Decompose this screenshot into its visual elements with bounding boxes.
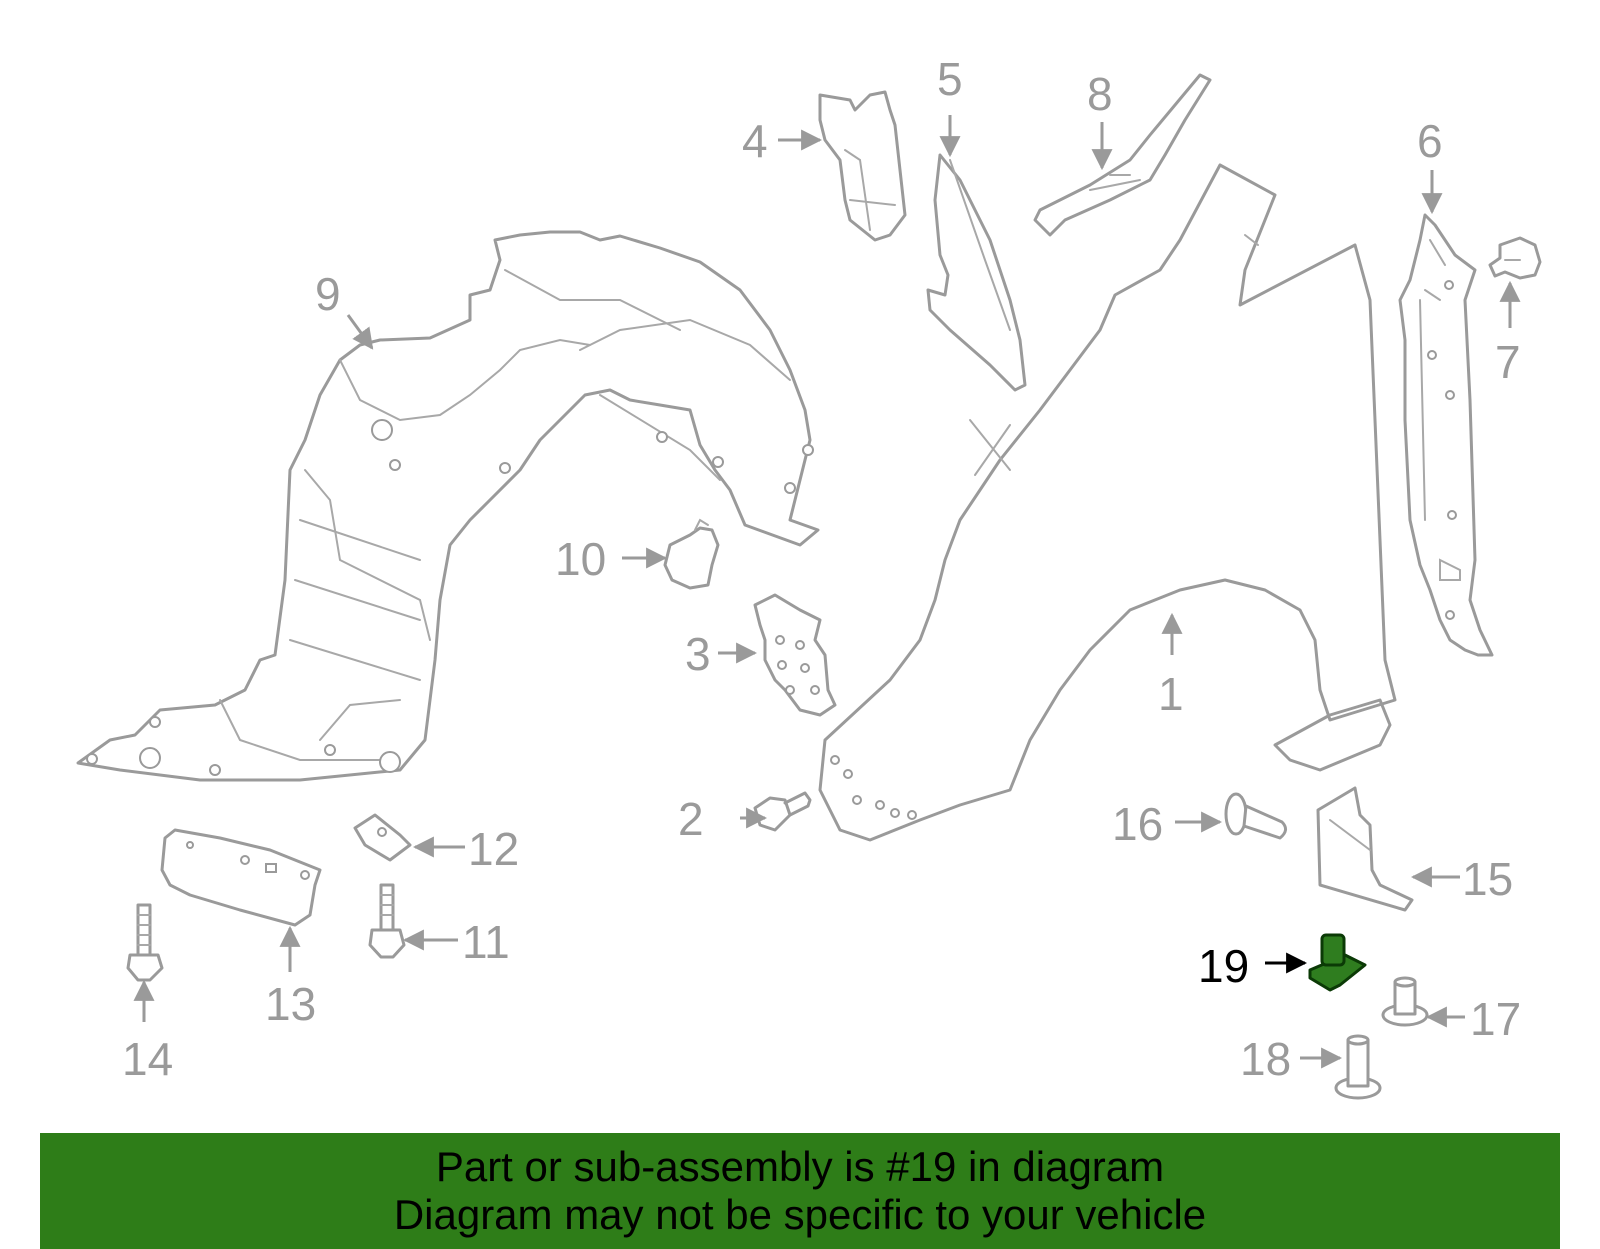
callout-8: 8 [1087, 68, 1113, 120]
stud-part-17 [1381, 976, 1429, 1027]
bracket-plate-part-3 [753, 593, 837, 717]
callout-2: 2 [678, 793, 704, 845]
fender-liner-part-9 [76, 230, 820, 782]
clip-part-7 [1488, 236, 1542, 280]
callout-14: 14 [122, 1033, 173, 1085]
callout-6: 6 [1417, 115, 1443, 167]
callout-13: 13 [265, 978, 316, 1030]
stud-part-18 [1334, 1034, 1382, 1100]
callout-10: 10 [555, 533, 606, 585]
banner-line-1: Part or sub-assembly is #19 in diagram [435, 1143, 1165, 1190]
reinforcement-part-8 [1033, 73, 1212, 237]
callout-12: 12 [468, 823, 519, 875]
callout-labels: 1 2 3 4 5 6 7 8 9 10 11 12 13 14 15 16 1… [122, 53, 1521, 1085]
parts-diagram: 1 2 3 4 5 6 7 8 9 10 11 12 13 14 15 16 1… [76, 53, 1542, 1100]
callout-15: 15 [1462, 853, 1513, 905]
callout-arrows [133, 115, 1521, 1069]
info-banner: Part or sub-assembly is #19 in diagram D… [40, 1133, 1560, 1249]
callout-18: 18 [1240, 1033, 1291, 1085]
banner-line-2: Diagram may not be specific to your vehi… [393, 1191, 1207, 1238]
callout-11: 11 [462, 916, 510, 968]
push-clip-part-10 [663, 518, 720, 590]
callout-7: 7 [1495, 336, 1521, 388]
bracket-part-15 [1316, 786, 1414, 912]
seal-part-5 [926, 153, 1027, 392]
clip-nut-part-19-highlighted [1308, 933, 1367, 992]
bracket-part-4 [818, 90, 907, 242]
callout-1: 1 [1158, 668, 1184, 720]
callout-9: 9 [315, 268, 341, 320]
callout-3: 3 [685, 628, 711, 680]
side-bracket-part-6 [1398, 213, 1494, 657]
callout-4: 4 [742, 115, 768, 167]
bolt-part-14 [126, 903, 164, 982]
bolt-part-16 [1224, 792, 1287, 840]
bolt-part-11 [368, 883, 406, 959]
nut-part-12 [353, 813, 412, 862]
front-fender-part-1 [818, 163, 1397, 842]
callout-19-highlighted: 19 [1198, 940, 1249, 992]
plate-part-13 [160, 828, 322, 927]
callout-17: 17 [1470, 993, 1521, 1045]
callout-16: 16 [1112, 798, 1163, 850]
callout-5: 5 [937, 53, 963, 105]
bolt-part-2 [753, 791, 812, 832]
